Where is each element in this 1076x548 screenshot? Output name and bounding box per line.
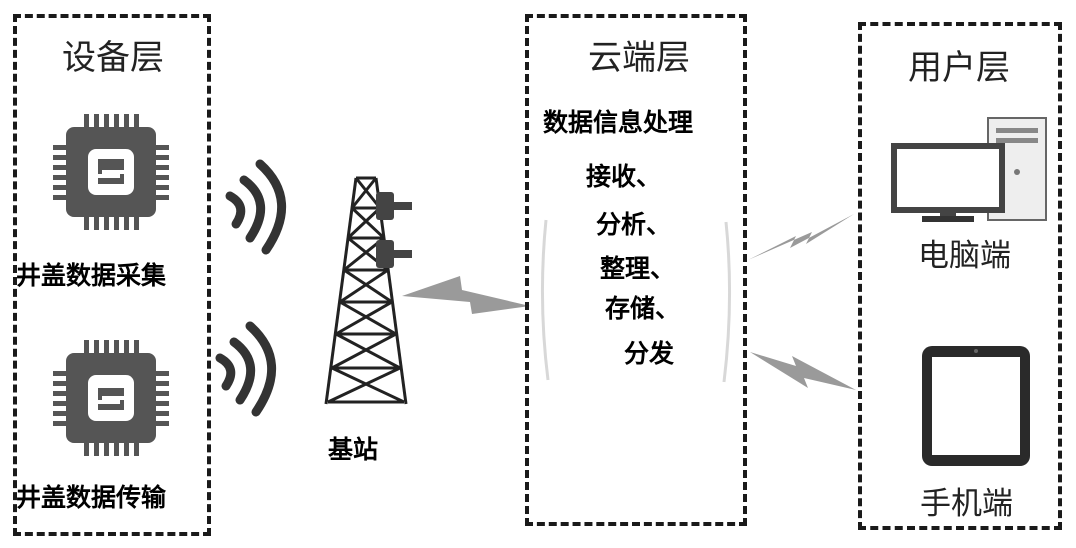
wireless-link-icon xyxy=(750,352,856,390)
wireless-signal-icon xyxy=(225,159,287,255)
chip-icon xyxy=(53,114,169,230)
desktop-computer-icon xyxy=(891,117,1047,222)
device-layer-title: 设备层 xyxy=(62,38,164,78)
cloud-heading: 数据信息处理 xyxy=(543,108,694,137)
user-layer-box xyxy=(858,22,1062,530)
user-item-label: 手机端 xyxy=(920,486,1013,522)
user-item-label: 电脑端 xyxy=(918,238,1011,274)
cloud-step: 接收、 xyxy=(586,162,662,191)
user-layer-title: 用户层 xyxy=(908,48,1010,88)
signal-tower-icon xyxy=(324,176,412,405)
cloud-step: 分析、 xyxy=(596,210,672,239)
cloud-step: 分发 xyxy=(624,339,675,368)
cloud-outline xyxy=(540,219,732,383)
cloud-step: 整理、 xyxy=(600,254,676,283)
tablet-icon xyxy=(922,346,1030,466)
base-station-label: 基站 xyxy=(328,435,379,464)
chip-icon xyxy=(53,340,169,456)
cloud-step: 存储、 xyxy=(605,294,681,323)
cloud-layer-title: 云端层 xyxy=(588,38,690,78)
device-layer-box xyxy=(13,14,211,536)
device-item-label: 井盖数据采集 xyxy=(16,261,167,290)
wireless-link-icon xyxy=(402,276,530,314)
cloud-layer-box xyxy=(525,14,747,526)
wireless-link-icon xyxy=(748,214,854,260)
wireless-signal-icon xyxy=(215,321,277,417)
device-item-label: 井盖数据传输 xyxy=(16,483,167,512)
